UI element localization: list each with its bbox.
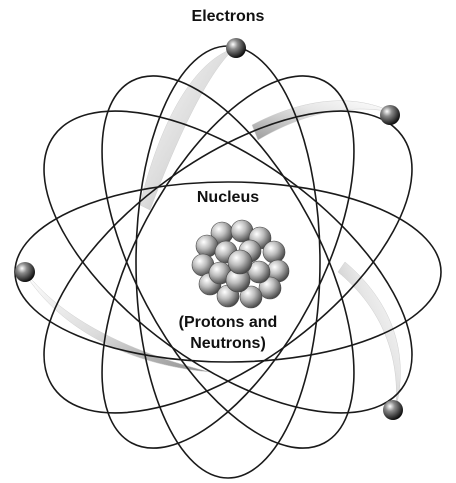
nucleus-constituents-label: (Protons and Neutrons) (150, 312, 306, 354)
orbit-diagonal-a (43, 110, 413, 414)
electron-top (226, 38, 246, 58)
electron-trail-lower-right (337, 261, 401, 409)
orbit-steep-a (101, 75, 355, 449)
electron-left (15, 262, 35, 282)
nucleus-cluster (191, 219, 290, 309)
nucleon (262, 240, 286, 264)
electrons-label: Electrons (191, 8, 265, 25)
constituents-line-1: (Protons and (178, 314, 278, 331)
electron-trail-upper-right (251, 100, 393, 141)
orbit-steep-b (101, 75, 355, 449)
nucleon (227, 249, 253, 275)
nucleon (195, 234, 219, 258)
nucleon (247, 260, 271, 284)
electron-lower-right (383, 400, 403, 420)
orbit-diagonal-b (43, 110, 413, 414)
nucleon (258, 276, 282, 300)
electron-trail-top (139, 47, 236, 211)
nucleon (239, 285, 263, 309)
constituents-line-2: Neutrons) (190, 335, 266, 352)
electron-upper-right (380, 105, 400, 125)
nucleus-label: Nucleus (196, 189, 260, 206)
